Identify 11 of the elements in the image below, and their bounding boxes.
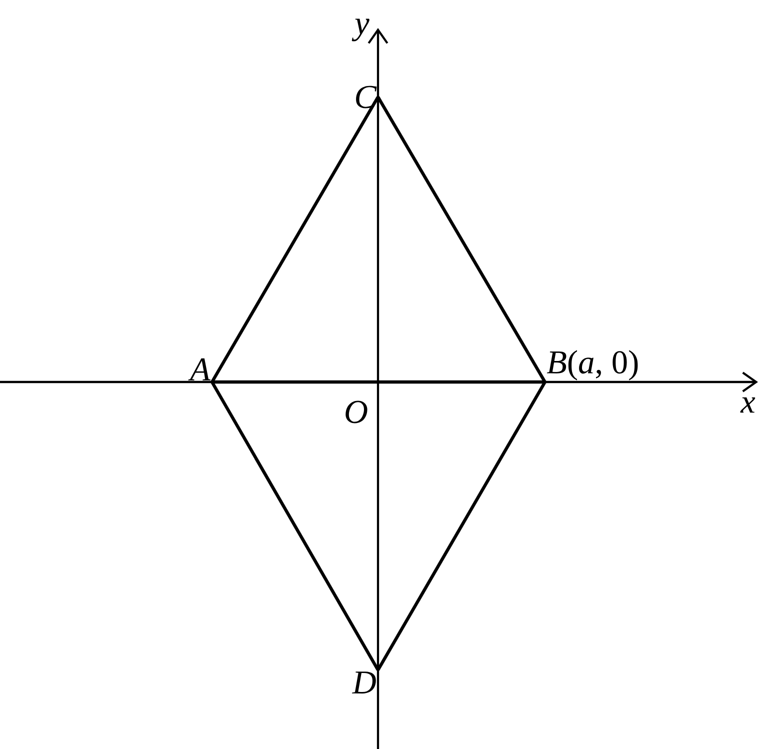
axis-label: x [740,397,756,413]
point-label: A [188,358,211,380]
triangle-side [376,96,546,383]
triangle-side [376,381,546,671]
triangle-side [210,381,380,671]
axis-label: y [352,18,370,42]
triangle-side [210,96,380,383]
triangle-side [212,380,545,384]
point-label: D [352,672,376,694]
axis-label: O [346,400,368,424]
point-label: B(a, 0) [546,350,638,380]
